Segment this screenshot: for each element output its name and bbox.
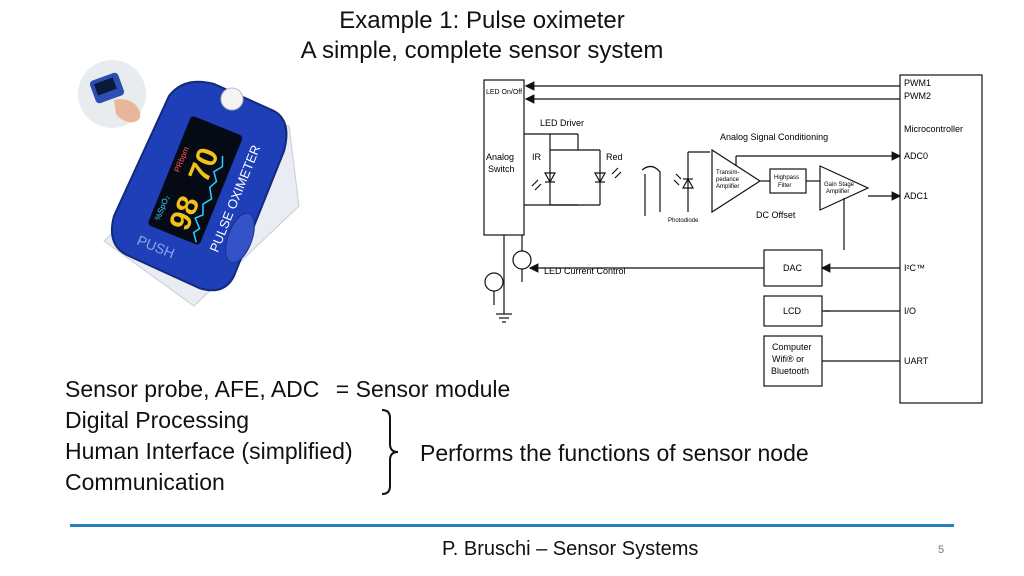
sensor-node-note: Performs the functions of sensor node [420, 440, 809, 466]
slide-title-line2: A simple, complete sensor system [300, 37, 664, 64]
red-label: Red [606, 152, 623, 162]
photodiode-label: Photodiode [668, 218, 699, 224]
block-diagram: LED On/Off Analog Switch LED Driver IR R… [483, 74, 983, 404]
red-led-icon [593, 172, 607, 184]
bullet-sensor-probe: Sensor probe, AFE, ADC = Sensor module [65, 374, 510, 404]
highpass-label-line2: Filter [778, 183, 791, 189]
bullet-digital-processing: Digital Processing [65, 407, 250, 433]
analog-switch-label-line2: Switch [488, 164, 515, 174]
gain-stage-label-line2: Amplifier [826, 189, 849, 195]
lcd-label: LCD [783, 306, 802, 316]
gain-stage-label-line1: Gain Stage [824, 182, 855, 188]
led-current-control-label: LED Current Control [544, 266, 626, 276]
sensor-probe-text: Sensor probe, AFE, ADC [65, 376, 320, 402]
dac-label: DAC [783, 263, 803, 273]
uart-label: UART [904, 356, 929, 366]
io-label: I/O [904, 306, 916, 316]
adc0-label: ADC0 [904, 151, 928, 161]
highpass-label-line1: Highpass [774, 175, 799, 181]
ir-led-icon [543, 172, 557, 184]
microcontroller-block [899, 74, 983, 404]
photodiode-icon [681, 177, 695, 189]
adc1-label: ADC1 [904, 191, 928, 201]
transimpedance-label-line2: pedance [716, 177, 740, 183]
bullet-human-interface: Human Interface (simplified) [65, 438, 353, 464]
slide-title-line1: Example 1: Pulse oximeter [339, 7, 625, 34]
transistor-1-icon [512, 250, 532, 270]
ir-label: IR [532, 152, 542, 162]
finger-inset-photo [78, 60, 146, 128]
analog-signal-conditioning-label: Analog Signal Conditioning [720, 132, 828, 142]
dc-offset-label: DC Offset [756, 210, 796, 220]
highpass-filter-block [769, 168, 807, 194]
analog-switch-label-line1: Analog [486, 152, 514, 162]
bullet-communication: Communication [65, 469, 225, 495]
microcontroller-label: Microcontroller [904, 124, 963, 134]
power-button-icon [220, 87, 244, 111]
footer-author: P. Bruschi – Sensor Systems [442, 538, 699, 560]
curly-brace-icon [381, 409, 399, 495]
led-driver-label: LED Driver [540, 118, 584, 128]
computer-label-line2: Wifi® or [772, 354, 804, 364]
led-onoff-label: LED On/Off [486, 89, 522, 96]
finger-outline-icon [641, 165, 661, 216]
pwm2-label: PWM2 [904, 91, 931, 101]
computer-label-line1: Computer [772, 342, 812, 352]
footer-divider [70, 524, 954, 527]
transistor-2-icon [484, 272, 504, 292]
transimpedance-label-line3: Amplifier [716, 184, 739, 190]
sensor-module-text: = Sensor module [335, 376, 511, 402]
computer-label-line3: Bluetooth [771, 366, 809, 376]
pleth-waveform [192, 155, 224, 243]
transimpedance-label-line1: Transim- [716, 170, 739, 176]
i2c-label: I²C™ [904, 263, 925, 273]
pulse-oximeter-photo: 98 70 %SpO₂ PRbpm PULSE OXIMETER PUSH [78, 60, 300, 307]
page-number: 5 [938, 544, 945, 556]
pwm1-label: PWM1 [904, 78, 931, 88]
